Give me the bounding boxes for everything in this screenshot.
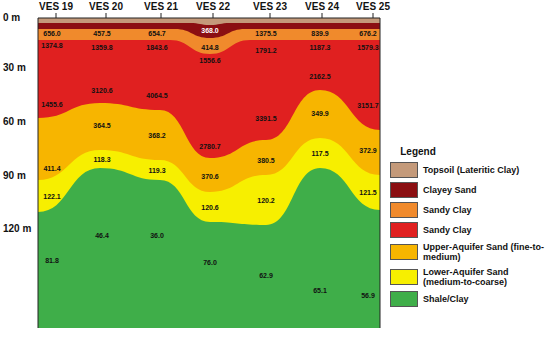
legend-swatch bbox=[390, 162, 418, 178]
resistivity-value: 656.0 bbox=[43, 30, 61, 37]
resistivity-value: 117.5 bbox=[311, 150, 328, 157]
resistivity-value: 119.3 bbox=[148, 167, 165, 174]
resistivity-value: 2780.7 bbox=[199, 143, 220, 150]
resistivity-value: 3120.6 bbox=[91, 87, 112, 94]
legend-entry: Topsoil (Lateritic Clay) bbox=[390, 162, 548, 178]
resistivity-value: 368.2 bbox=[148, 132, 166, 139]
legend-text: Clayey Sand bbox=[423, 185, 548, 195]
resistivity-value: 370.6 bbox=[201, 173, 219, 180]
legend-text: Sandy Clay bbox=[423, 225, 548, 235]
legend-entry: Upper-Aquifer Sand (fine-to-medium) bbox=[390, 242, 548, 263]
legend-swatch bbox=[390, 291, 418, 307]
legend-text: Lower-Aquifer Sand (medium-to-coarse) bbox=[423, 267, 548, 288]
depth-label: 0 m bbox=[3, 13, 20, 23]
resistivity-value: 46.4 bbox=[95, 232, 109, 239]
sandy-clay-red-layer bbox=[38, 18, 380, 158]
legend-text: Topsoil (Lateritic Clay) bbox=[423, 165, 548, 175]
resistivity-value: 1556.6 bbox=[199, 57, 220, 64]
legend-entry: Clayey Sand bbox=[390, 182, 548, 198]
resistivity-value: 414.8 bbox=[201, 44, 219, 51]
depth-label: 120 m bbox=[3, 224, 31, 234]
resistivity-value: 121.5 bbox=[359, 189, 377, 196]
resistivity-value: 1791.2 bbox=[255, 47, 276, 54]
ves-label: VES 21 bbox=[144, 2, 178, 12]
legend-swatch bbox=[390, 182, 418, 198]
depth-label: 90 m bbox=[3, 171, 26, 181]
lower-aquifer-layer bbox=[38, 18, 380, 225]
upper-aquifer-layer bbox=[38, 18, 380, 192]
resistivity-value: 122.1 bbox=[43, 193, 61, 200]
resistivity-value: 380.5 bbox=[257, 157, 275, 164]
ves-label: VES 20 bbox=[89, 2, 123, 12]
topsoil-layer bbox=[38, 18, 380, 25]
resistivity-value: 120.6 bbox=[201, 204, 219, 211]
ves-label: VES 22 bbox=[196, 2, 230, 12]
ves-label: VES 24 bbox=[305, 2, 339, 12]
legend-text: Upper-Aquifer Sand (fine-to-medium) bbox=[423, 242, 548, 263]
resistivity-value: 839.9 bbox=[311, 30, 329, 37]
ves-label: VES 23 bbox=[253, 2, 287, 12]
legend: Topsoil (Lateritic Clay) Clayey SandSandy… bbox=[390, 162, 548, 311]
legend-swatch bbox=[390, 222, 418, 238]
legend-swatch bbox=[390, 244, 418, 260]
resistivity-value: 1579.3 bbox=[357, 44, 378, 51]
resistivity-value: 1359.8 bbox=[91, 44, 112, 51]
legend-entry: Sandy Clay bbox=[390, 222, 548, 238]
resistivity-value: 36.0 bbox=[150, 232, 164, 239]
depth-label: 30 m bbox=[3, 63, 26, 73]
resistivity-value: 654.7 bbox=[148, 30, 166, 37]
resistivity-value: 3151.7 bbox=[357, 102, 378, 109]
ves-label: VES 19 bbox=[39, 2, 73, 12]
resistivity-value: 62.9 bbox=[259, 272, 273, 279]
resistivity-value: 1187.3 bbox=[309, 44, 330, 51]
resistivity-value: 349.9 bbox=[311, 110, 329, 117]
frame bbox=[38, 13, 380, 328]
resistivity-value: 411.4 bbox=[43, 165, 60, 172]
legend-text: Sandy Clay bbox=[423, 205, 548, 215]
resistivity-value: 2162.5 bbox=[309, 73, 330, 80]
resistivity-value: 56.9 bbox=[361, 292, 375, 299]
legend-entry: Shale/Clay bbox=[390, 291, 548, 307]
resistivity-value: 1843.6 bbox=[146, 44, 167, 51]
resistivity-value: 65.1 bbox=[313, 287, 327, 294]
resistivity-value: 1455.6 bbox=[41, 101, 62, 108]
resistivity-value: 4064.5 bbox=[146, 92, 167, 99]
ves-label: VES 25 bbox=[356, 2, 390, 12]
legend-swatch bbox=[390, 202, 418, 218]
resistivity-value: 81.8 bbox=[45, 257, 59, 264]
clayey-sand-layer bbox=[38, 18, 380, 38]
legend-swatch bbox=[390, 269, 418, 285]
resistivity-value: 368.0 bbox=[201, 27, 219, 34]
resistivity-value: 3391.5 bbox=[255, 115, 276, 122]
resistivity-value: 1374.8 bbox=[41, 42, 62, 49]
sandy-clay-orange-layer bbox=[38, 18, 380, 54]
resistivity-value: 372.9 bbox=[359, 147, 377, 154]
resistivity-value: 76.0 bbox=[203, 259, 217, 266]
resistivity-value: 364.5 bbox=[93, 122, 111, 129]
shale-layer bbox=[38, 18, 380, 328]
depth-label: 60 m bbox=[3, 117, 26, 127]
resistivity-value: 457.5 bbox=[93, 30, 111, 37]
resistivity-value: 676.2 bbox=[359, 30, 377, 37]
resistivity-value: 120.2 bbox=[257, 197, 275, 204]
legend-entry: Sandy Clay bbox=[390, 202, 548, 218]
legend-title: Legend bbox=[400, 147, 436, 157]
legend-entry: Lower-Aquifer Sand (medium-to-coarse) bbox=[390, 267, 548, 288]
resistivity-value: 1375.5 bbox=[255, 30, 276, 37]
resistivity-value: 118.3 bbox=[93, 156, 110, 163]
legend-text: Shale/Clay bbox=[423, 294, 548, 304]
